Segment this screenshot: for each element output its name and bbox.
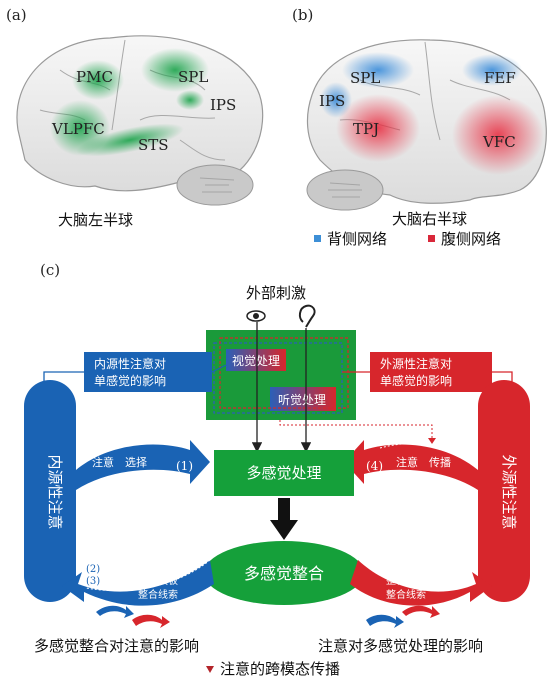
- right-hemisphere-brain: [306, 39, 547, 211]
- num-right-2: (2): [450, 564, 464, 575]
- panel-c: (c) 外部刺激 视觉处理 听觉处理 内源性注意对 单感觉的影响 外源性注意对 …: [24, 261, 530, 678]
- num-left-3: (3): [86, 576, 100, 587]
- ventral-dashed-frame: [219, 337, 349, 409]
- region-vfc: VFC: [482, 133, 516, 151]
- integration-left-dotted: [85, 559, 211, 592]
- exogenous-effect-line1: 外源性注意对: [380, 356, 452, 371]
- auditory-processing-box: [270, 387, 336, 411]
- template-left-line2: 整合线索: [138, 588, 178, 601]
- dorsal-network-label: 背侧网络: [327, 230, 387, 248]
- endogenous-column-label: 内源性注意: [46, 454, 64, 529]
- multisensory-integration-ellipse: [204, 541, 364, 605]
- template-right-line2: 整合线索: [386, 588, 426, 601]
- exogenous-column: [478, 380, 530, 602]
- num-left-2: (2): [86, 564, 100, 575]
- crossmodal-dotted-path: [279, 420, 433, 440]
- ventral-network-label: 腹侧网络: [441, 230, 501, 248]
- attention-spreading-dotted: [379, 442, 471, 457]
- endogenous-column: [24, 380, 76, 602]
- attention-selection-text: 注意 选择: [92, 455, 147, 469]
- attention-selection-num: (1): [176, 459, 193, 473]
- region-ips-left: IPS: [210, 96, 236, 114]
- exogenous-effect-box: [370, 352, 492, 392]
- exogenous-effect-line2: 单感觉的影响: [380, 373, 452, 388]
- template-left-line1: 整合模板: [138, 574, 178, 587]
- region-vlpfc: VLPFC: [51, 120, 105, 138]
- exogenous-column-label: 外源性注意: [500, 454, 518, 529]
- eye-icon: [246, 310, 266, 322]
- small-blue-arrow-left: [96, 605, 134, 618]
- num-right-3: (3): [450, 576, 464, 587]
- endogenous-effect-line1: 内源性注意对: [94, 356, 166, 371]
- exogenous-to-integration-arrow: [350, 560, 492, 606]
- caption-attention-on-processing: 注意对多感觉处理的影响: [318, 637, 483, 655]
- multisensory-processing-label: 多感觉处理: [246, 464, 321, 482]
- dorsal-dashed-frame: [213, 342, 343, 414]
- small-blue-arrow-right: [366, 614, 404, 628]
- caption-integration-on-attention: 多感觉整合对注意的影响: [34, 637, 199, 655]
- multisensory-processing-box: [214, 450, 354, 496]
- crossmodal-marker-top: [428, 438, 436, 444]
- panel-b: (b) SPL FEF IPS TPJ VFC 大脑右半球 背侧网络 腹侧网络: [292, 6, 547, 248]
- ventral-network-swatch: [428, 235, 435, 242]
- panel-b-letter: (b): [292, 6, 313, 24]
- multisensory-integration-label: 多感觉整合: [244, 564, 324, 583]
- template-right-line1: 整合模板: [386, 574, 426, 587]
- region-spl-right: SPL: [350, 69, 380, 87]
- left-hemisphere-brain: [16, 35, 264, 206]
- region-fef: FEF: [484, 69, 516, 87]
- region-tpj: TPJ: [353, 120, 379, 138]
- region-spl-left: SPL: [178, 68, 208, 86]
- region-pmc: PMC: [76, 68, 113, 86]
- endogenous-effect-line2: 单感觉的影响: [94, 373, 166, 388]
- visual-processing-label: 视觉处理: [232, 353, 280, 368]
- panel-c-letter: (c): [40, 261, 60, 279]
- panel-a-letter: (a): [6, 6, 27, 24]
- attention-spreading-num: (4): [366, 459, 383, 473]
- endogenous-effect-box: [84, 352, 212, 392]
- left-hemisphere-caption: 大脑左半球: [58, 211, 133, 229]
- stimulus-label: 外部刺激: [246, 284, 306, 302]
- attention-spreading-text: 注意 传播: [396, 455, 451, 469]
- processing-to-integration-arrow: [270, 498, 298, 540]
- integration-to-endogenous-arrow: [62, 560, 214, 606]
- region-sts: STS: [138, 136, 169, 154]
- panel-a: (a) PMC SPL VLPFC IPS STS 大脑左半球: [6, 6, 264, 229]
- small-red-arrow-right: [402, 605, 440, 618]
- right-hemisphere-caption: 大脑右半球: [392, 210, 467, 228]
- region-ips-right: IPS: [319, 92, 345, 110]
- small-red-arrow-left: [132, 614, 170, 628]
- dorsal-network-swatch: [314, 235, 321, 242]
- ear-icon: [298, 304, 316, 328]
- visual-processing-box: [226, 349, 286, 371]
- crossmodal-legend-marker: [206, 666, 214, 673]
- endogenous-to-visual-line: [211, 364, 227, 373]
- auditory-processing-label: 听觉处理: [278, 393, 326, 407]
- crossmodal-legend-label: 注意的跨模态传播: [220, 660, 340, 678]
- attention-selection-arrow: [76, 440, 210, 490]
- attention-spreading-arrow: [344, 440, 478, 490]
